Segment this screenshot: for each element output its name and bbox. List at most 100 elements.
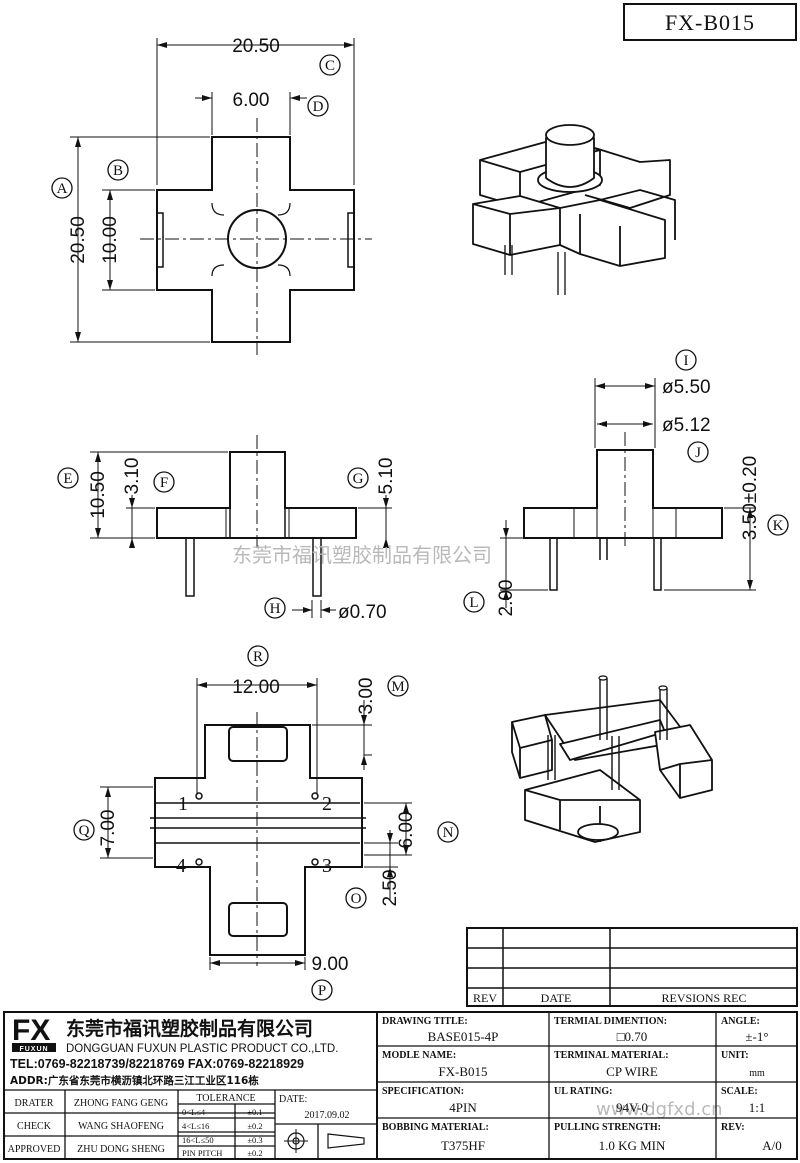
spec-label: SPECIFICATION: — [382, 1086, 464, 1097]
company-logo-sub: FUXUN — [19, 1046, 48, 1053]
tol-range-3: 16<L≤50 — [182, 1135, 214, 1145]
tol-value-3: ±0.3 — [247, 1135, 262, 1145]
iso-view-bottom — [511, 675, 713, 843]
side-view: ø5.50 I ø5.12 J 3.50±0.20 K 2.00 L — [463, 349, 789, 617]
terminal-mat-label: TERMINAL MATERIAL: — [554, 1050, 669, 1061]
rev-header-rec: REVSIONS REC — [661, 991, 746, 1005]
terminal-dim-value: □0.70 — [617, 1029, 648, 1044]
company-tel: TEL:0769-82218739/82218769 FAX:0769-8221… — [10, 1057, 304, 1071]
label-q: Q — [79, 823, 90, 839]
label-c: C — [325, 58, 335, 74]
angle-label: ANGLE: — [721, 1016, 760, 1027]
label-i: I — [684, 353, 689, 369]
label-a: A — [57, 181, 68, 197]
pull-label: PULLING STRENGTH: — [554, 1122, 661, 1133]
dim-inner: 10.00 — [100, 216, 121, 264]
tol-range-4: PIN PITCH — [182, 1148, 222, 1158]
label-o: O — [351, 891, 362, 907]
rev-value: A/0 — [762, 1138, 782, 1153]
label-m: M — [391, 679, 404, 695]
label-p: P — [318, 983, 326, 999]
drater-name: ZHONG FANG GENG — [74, 1098, 168, 1109]
angle-value: ±-1° — [745, 1029, 768, 1044]
pin-4-label: 4 — [176, 855, 186, 877]
scale-label: SCALE: — [721, 1086, 758, 1097]
label-r: R — [253, 649, 263, 665]
dim-top-w: 12.00 — [232, 677, 280, 698]
label-d: D — [313, 99, 324, 115]
part-number: FX-B015 — [665, 10, 755, 35]
label-n: N — [443, 825, 454, 841]
scale-value: 1:1 — [749, 1100, 766, 1115]
dim-flange-h: 3.10 — [122, 458, 143, 495]
dim-left-h: 7.00 — [98, 810, 119, 847]
approved-label: APPROVED — [8, 1144, 61, 1155]
bobbin-value: T375HF — [441, 1138, 485, 1153]
tol-range-2: 4<L≤16 — [182, 1121, 209, 1131]
check-name: WANG SHAOFENG — [78, 1121, 164, 1132]
revision-table: REV DATE REVSIONS REC — [466, 927, 798, 1007]
front-view: 10.50 E 3.10 F 5.10 G H ø0.70 — [57, 435, 397, 623]
pin-3-label: 3 — [322, 855, 332, 877]
tol-value-4: ±0.2 — [247, 1148, 262, 1158]
tol-range-1: 0<L≤4 — [182, 1107, 206, 1117]
rev-header-rev: REV — [473, 991, 497, 1005]
bobbin-label: BOBBING MATERIAL: — [382, 1122, 489, 1133]
terminal-dim-label: TERMIAL DIMENTION: — [554, 1016, 667, 1027]
dim-pin-d: ø0.70 — [338, 602, 387, 623]
part-number-box: FX-B015 — [623, 3, 797, 41]
company-name-en: DONGGUAN FUXUN PLASTIC PRODUCT CO.,LTD. — [66, 1043, 338, 1055]
approved-name: ZHU DONG SHENG — [77, 1144, 165, 1155]
dim-outer-d: ø5.50 — [662, 377, 711, 398]
tol-value-1: ±0.1 — [247, 1107, 262, 1117]
dim-gap: 2.50 — [380, 870, 401, 907]
company-name-cn: 东莞市福讯塑胶制品有限公司 — [66, 1017, 313, 1040]
terminal-mat-value: CP WIRE — [606, 1064, 658, 1079]
module-name-label: MODLE NAME: — [382, 1050, 456, 1061]
label-j: J — [695, 445, 701, 461]
dim-height: 20.50 — [68, 216, 89, 264]
rev-label: REV: — [721, 1122, 745, 1133]
dim-slot: 6.00 — [233, 90, 270, 111]
dim-right-h: 6.00 — [396, 812, 417, 849]
pin-1-label: 1 — [178, 793, 188, 815]
watermark-url: www.dgfxd.cn — [596, 1099, 723, 1120]
rev-header-date: DATE — [541, 991, 572, 1005]
spec-value: 4PIN — [449, 1100, 477, 1115]
date-value: 2017.09.02 — [305, 1110, 350, 1121]
drawing-title-value: BASE015-4P — [428, 1029, 499, 1044]
dim-side-h: 5.10 — [376, 458, 397, 495]
projection-symbol-icon — [284, 1129, 365, 1153]
title-block: FX FUXUN 东莞市福讯塑胶制品有限公司 DONGGUAN FUXUN PL… — [3, 1011, 798, 1160]
tolerance-title: TOLERANCE — [196, 1093, 255, 1104]
tol-value-2: ±0.2 — [247, 1121, 262, 1131]
drawing-title-label: DRAWING TITLE: — [382, 1016, 468, 1027]
label-k: K — [773, 518, 784, 534]
label-b: B — [113, 163, 123, 179]
label-h: H — [270, 601, 281, 617]
check-label: CHECK — [17, 1121, 52, 1132]
label-l: L — [469, 595, 478, 611]
iso-view-top — [472, 124, 676, 295]
dim-total-h: 10.50 — [88, 471, 109, 519]
unit-label: UNIT: — [721, 1050, 749, 1061]
ul-value: 94V-0 — [616, 1100, 648, 1115]
pull-value: 1.0 KG MIN — [599, 1138, 666, 1153]
dim-pin-len: 2.00 — [496, 580, 517, 617]
unit-value: mm — [749, 1068, 765, 1079]
module-name-value: FX-B015 — [438, 1064, 487, 1079]
top-view: 20.50 C 6.00 D 20.50 A 10.00 B — [51, 36, 372, 355]
ul-label: UL RATING: — [554, 1086, 612, 1097]
company-addr: ADDR:广东省东莞市横沥镇北环路三江工业区116栋 — [10, 1074, 259, 1087]
label-g: G — [353, 471, 364, 487]
label-e: E — [63, 471, 72, 487]
drater-label: DRATER — [15, 1098, 54, 1109]
bottom-view: 1 2 3 4 12.00 R 3.00 M 7.00 Q 6.00 N — [73, 645, 459, 1001]
dim-width: 20.50 — [232, 36, 280, 57]
dim-top-off: 3.00 — [356, 678, 377, 715]
pin-2-label: 2 — [322, 793, 332, 815]
dim-inner-d: ø5.12 — [662, 415, 711, 436]
label-f: F — [160, 475, 168, 491]
dim-base-h: 3.50±0.20 — [740, 456, 761, 540]
